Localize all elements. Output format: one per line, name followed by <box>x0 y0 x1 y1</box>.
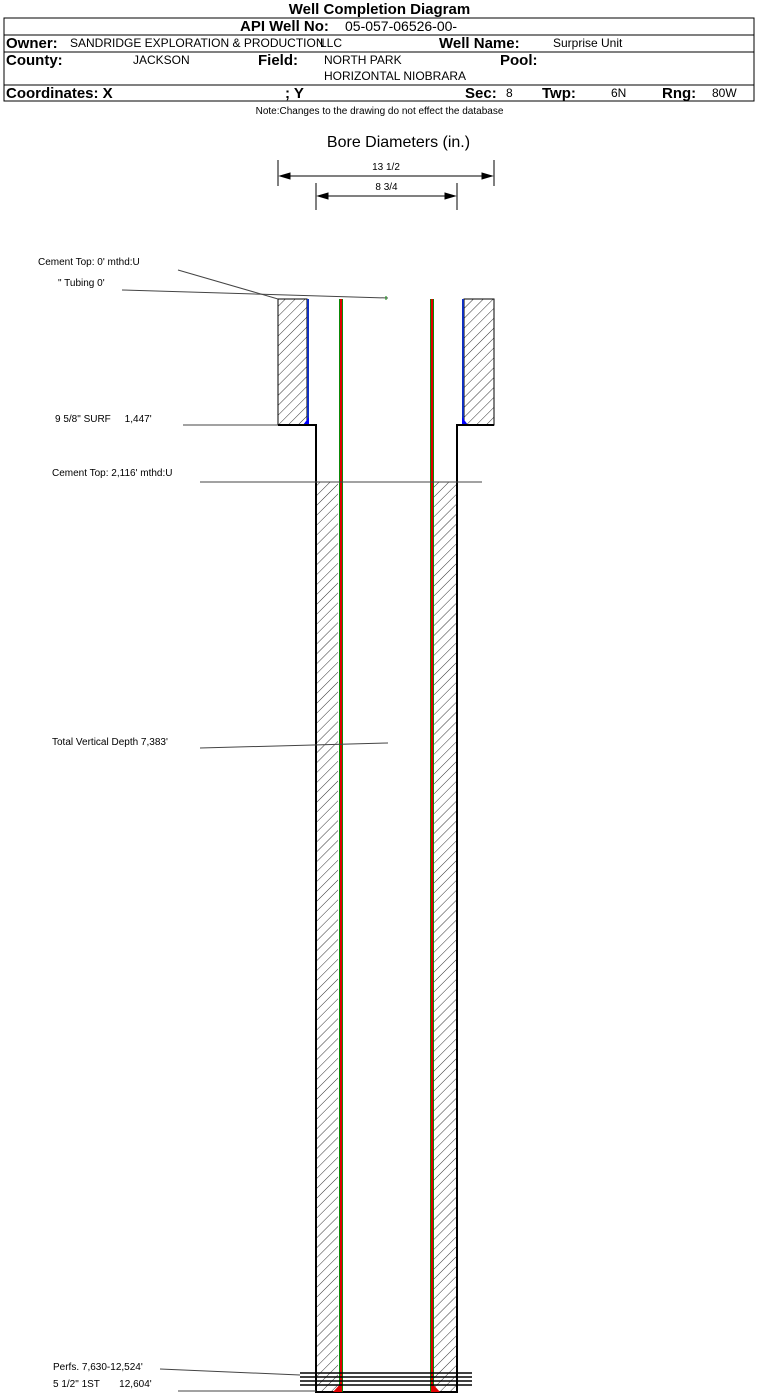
perfs-label: Perfs. 7,630-12,524' <box>53 1362 143 1373</box>
bore-dimension-lines <box>277 160 495 210</box>
county-value: JACKSON <box>133 53 190 67</box>
note: Note:Changes to the drawing do not effec… <box>255 106 504 117</box>
cement-top-2-label: Cement Top: 2,116' mthd:U <box>52 468 173 479</box>
cement-top-label: Cement Top: 0' mthd:U <box>38 257 140 268</box>
perforations <box>300 1372 472 1386</box>
header-box <box>3 17 755 102</box>
production-casing-label: 5 1/2" 1ST 12,604' <box>53 1379 152 1390</box>
field-value: NORTH PARK <box>324 53 402 67</box>
inner-diameter: 8 3/4 <box>375 182 398 193</box>
surface-cement-right <box>463 298 495 426</box>
owner-value: SANDRIDGE EXPLORATION & PRODUCTION <box>70 36 325 50</box>
twp-value: 6N <box>611 86 627 100</box>
surface-casing-label: 9 5/8" SURF 1,447' <box>55 414 152 425</box>
y-label: ; Y <box>285 85 304 102</box>
hole-wall <box>278 424 494 1393</box>
api-label: API Well No: <box>240 18 329 35</box>
owner-value-2: LLC <box>320 36 343 50</box>
field-value-2: HORIZONTAL NIOBRARA <box>324 69 467 83</box>
production-cement-right <box>434 482 456 1391</box>
tubing-label: " Tubing 0' <box>58 278 105 289</box>
sec-label: Sec: <box>465 85 497 102</box>
sec-value: 8 <box>506 86 513 100</box>
coordinates-label: Coordinates: X <box>6 85 113 102</box>
production-cement-left <box>317 482 338 1391</box>
outer-diameter: 13 1/2 <box>372 162 400 173</box>
owner-label: Owner: <box>6 35 58 52</box>
pool-label: Pool: <box>500 52 538 69</box>
bore-diameters-title: Bore Diameters (in.) <box>326 134 471 151</box>
field-label: Field: <box>258 52 298 69</box>
page-title: Well Completion Diagram <box>288 1 471 18</box>
api-value: 05-057-06526-00- <box>345 18 458 34</box>
surface-cement-left <box>277 298 308 426</box>
county-label: County: <box>6 52 63 69</box>
well-name-value: Surprise Unit <box>553 36 623 50</box>
twp-label: Twp: <box>542 85 576 102</box>
rng-label: Rng: <box>662 85 697 102</box>
tvd-label: Total Vertical Depth 7,383' <box>52 737 168 748</box>
leader-lines <box>121 269 482 1392</box>
well-name-label: Well Name: <box>439 35 520 52</box>
rng-value: 80W <box>712 86 737 100</box>
